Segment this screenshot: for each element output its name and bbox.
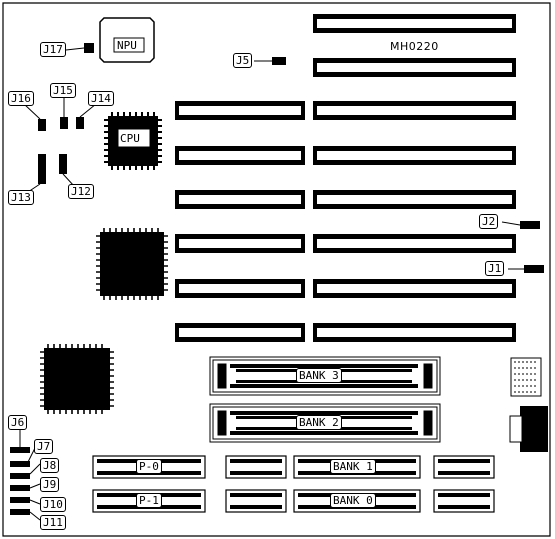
- jumper-j7-label: J7: [34, 439, 54, 454]
- jumper-j8-label: J8: [40, 458, 60, 473]
- cpu-chip: [104, 112, 162, 170]
- jumper-blocks: [10, 43, 544, 515]
- power-connector: [509, 406, 548, 452]
- cpu-label: CPU: [120, 132, 140, 145]
- bank-3-label: BANK 3: [296, 368, 342, 383]
- jumper-j14-label: J14: [88, 91, 114, 106]
- chipset-chip: [40, 344, 114, 414]
- jumper-j17-label: J17: [40, 42, 66, 57]
- bank-2-label: BANK 2: [296, 415, 342, 430]
- jumper-j6-label: J6: [8, 415, 28, 430]
- jumper-j12-label: J12: [68, 184, 94, 199]
- parity-p1-label: P-1: [136, 493, 162, 508]
- npu-socket: [99, 17, 155, 63]
- expansion-slots: [175, 14, 516, 342]
- jumper-leaders: [19, 47, 524, 521]
- bank-1-label: BANK 1: [330, 459, 376, 474]
- jumper-j16-label: J16: [8, 91, 34, 106]
- jumper-j13-label: J13: [8, 190, 34, 205]
- jumper-j2-label: J2: [479, 214, 499, 229]
- bank-0-label: BANK 0: [330, 493, 376, 508]
- keyboard-connector: [510, 357, 542, 397]
- parity-p0-label: P-0: [136, 459, 162, 474]
- npu-label: NPU: [117, 39, 137, 52]
- jumper-j5-label: J5: [233, 53, 253, 68]
- jumper-j1-label: J1: [485, 261, 505, 276]
- chipset-chip: [96, 228, 168, 300]
- jumper-j11-label: J11: [40, 515, 66, 530]
- board-model-label: MH0220: [390, 40, 439, 53]
- jumper-j15-label: J15: [50, 83, 76, 98]
- jumper-j10-label: J10: [40, 497, 66, 512]
- jumper-j9-label: J9: [40, 477, 60, 492]
